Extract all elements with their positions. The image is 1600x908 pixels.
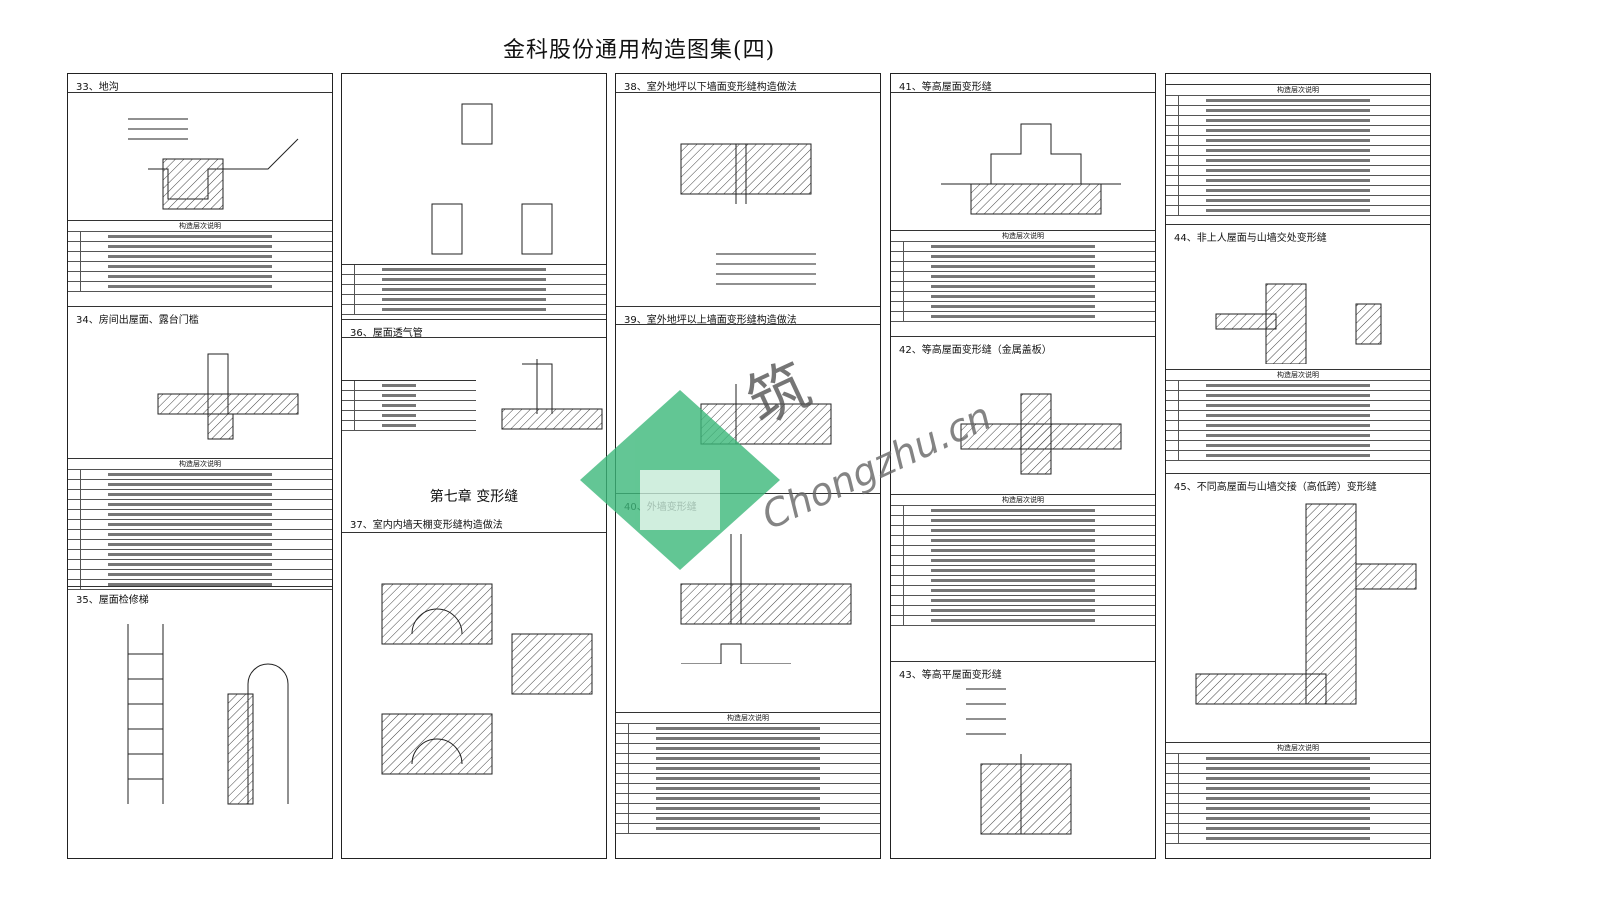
section-heading: 34、房间出屋面、露台门槛 (76, 315, 199, 326)
section-heading: 41、等高屋面变形缝 (899, 82, 992, 93)
table-caption: 构造层次说明 (616, 713, 880, 724)
section-heading: 35、屋面检修梯 (76, 595, 149, 606)
section-35: 35、屋面检修梯 (68, 586, 332, 606)
panel-3: 38、室外地坪以下墙面变形缝构造做法 39、室外地坪以上墙面变形缝构造做法 40… (615, 73, 881, 859)
roof-joint-drawing (941, 123, 1121, 215)
table-caption: 构造层次说明 (1166, 370, 1430, 381)
trench-drawing (128, 118, 299, 210)
section-39: 39、室外地坪以上墙面变形缝构造做法 (616, 306, 880, 326)
ceiling-joint-drawing (381, 583, 593, 775)
table-caption: 构造层次说明 (1166, 743, 1430, 754)
layer-table: 构造层次说明 (1166, 369, 1430, 461)
section-heading: 44、非上人屋面与山墙交处变形缝 (1174, 233, 1327, 244)
table-caption: 构造层次说明 (68, 221, 332, 232)
layer-table: 构造层次说明 (1166, 84, 1430, 216)
high-low-joint-drawing (1195, 503, 1417, 705)
section-heading: 40、外墙变形缝 (624, 502, 697, 513)
section-34: 34、房间出屋面、露台门槛 (68, 306, 332, 326)
layer-table: 构造层次说明 (68, 220, 332, 292)
section-heading: 39、室外地坪以上墙面变形缝构造做法 (624, 315, 797, 326)
metal-cover-joint-drawing (960, 393, 1122, 475)
section-heading: 36、屋面透气管 (350, 328, 423, 339)
table-caption: 构造层次说明 (1166, 85, 1430, 96)
page-title: 金科股份通用构造图集(四) (503, 38, 776, 63)
section-42: 42、等高屋面变形缝（金属盖板） (891, 336, 1155, 356)
section-heading: 38、室外地坪以下墙面变形缝构造做法 (624, 82, 797, 93)
section-heading: 43、等高平屋面变形缝 (899, 670, 1002, 681)
section-heading: 42、等高屋面变形缝（金属盖板） (899, 345, 1052, 356)
layer-table (342, 380, 476, 431)
section-44: 44、非上人屋面与山墙交处变形缝 (1166, 224, 1430, 244)
section-45: 45、不同高屋面与山墙交接（高低跨）变形缝 (1166, 473, 1430, 493)
ladder-drawing (127, 624, 289, 805)
table-caption: 构造层次说明 (891, 495, 1155, 506)
section-heading: 45、不同高屋面与山墙交接（高低跨）变形缝 (1174, 482, 1377, 493)
above-grade-joint-drawing (700, 384, 832, 445)
panel-1: 33、地沟 构造层次说明 34、房间出屋面、露台门槛 构造层次说明 35、屋面检… (67, 73, 333, 859)
chapter-heading: 第七章 变形缝 (429, 489, 519, 505)
layer-table: 构造层次说明 (891, 230, 1155, 322)
section-43: 43、等高平屋面变形缝 (891, 661, 1155, 681)
panel-2: 36、屋面透气管 第七章 变形缝 37、室内内墙天棚变形缝构造做法 (341, 73, 607, 859)
layer-table: 构造层次说明 (891, 494, 1155, 626)
notes-table (342, 264, 606, 315)
panel-5: 构造层次说明 44、非上人屋面与山墙交处变形缝 构造层次说明 45、不同高屋面与… (1165, 73, 1431, 859)
section-36: 36、屋面透气管 (342, 319, 606, 339)
vent-pipe-drawing (501, 359, 603, 430)
table-caption: 构造层次说明 (891, 231, 1155, 242)
layer-table: 构造层次说明 (68, 458, 332, 590)
gable-joint-drawing (1215, 283, 1382, 364)
exterior-wall-joint-drawing (680, 534, 852, 664)
section-heading: 33、地沟 (76, 82, 119, 93)
flat-roof-joint-drawing (966, 688, 1072, 835)
table-caption: 构造层次说明 (68, 459, 332, 470)
steel-section-drawing (431, 103, 553, 255)
below-grade-joint-drawing (680, 143, 816, 285)
panel-4: 41、等高屋面变形缝 构造层次说明 42、等高屋面变形缝（金属盖板） 构造层次说… (890, 73, 1156, 859)
section-heading: 37、室内内墙天棚变形缝构造做法 (350, 520, 503, 531)
layer-table: 构造层次说明 (616, 712, 880, 834)
section-40: 40、外墙变形缝 (616, 493, 880, 513)
layer-table: 构造层次说明 (1166, 742, 1430, 844)
threshold-drawing (157, 353, 299, 440)
